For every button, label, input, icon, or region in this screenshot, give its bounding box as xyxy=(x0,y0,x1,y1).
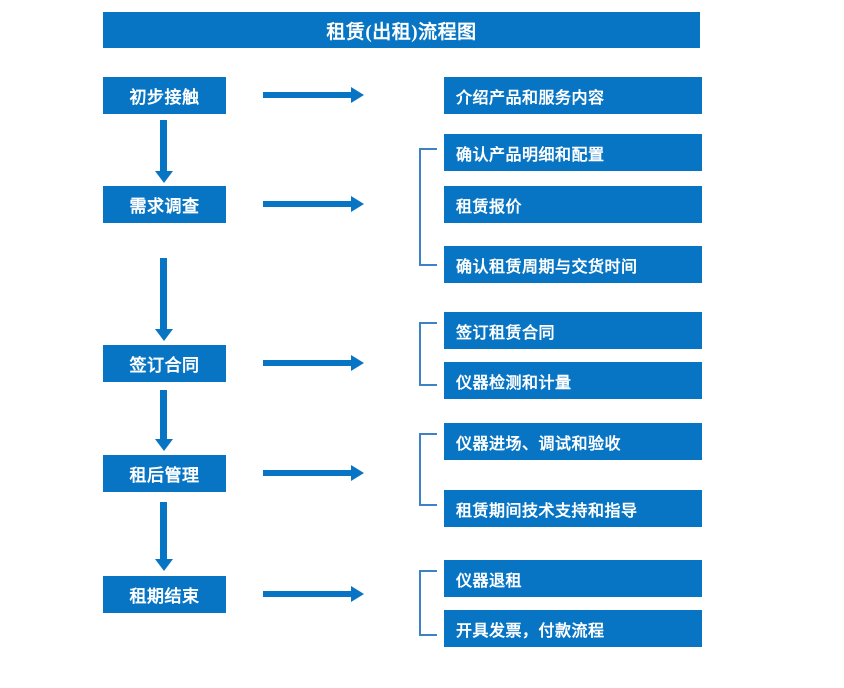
detail-node-invoice-payment[interactable]: 开具发票，付款流程 xyxy=(444,610,702,647)
detail-node-introduce-products[interactable]: 介绍产品和服务内容 xyxy=(444,77,702,114)
detail-node-technical-support[interactable]: 租赁期间技术支持和指导 xyxy=(444,490,702,527)
group-bracket-sign-contract xyxy=(419,322,437,386)
right-arrow-icon-post-rental-management xyxy=(263,470,351,476)
group-bracket-demand-survey xyxy=(419,148,437,266)
stage-node-lease-end[interactable]: 租期结束 xyxy=(103,576,226,613)
detail-node-sign-lease-agreement[interactable]: 签订租赁合同 xyxy=(444,312,702,349)
detail-node-confirm-lease-period[interactable]: 确认租赁周期与交货时间 xyxy=(444,246,702,283)
down-arrow-icon-survey-to-contract xyxy=(160,258,167,330)
detail-node-confirm-product-details[interactable]: 确认产品明细和配置 xyxy=(444,134,702,171)
group-bracket-lease-end xyxy=(419,570,437,636)
stage-node-post-rental-management[interactable]: 租后管理 xyxy=(103,455,226,492)
group-bracket-post-rental-management xyxy=(419,433,437,506)
flowchart-title: 租赁(出租)流程图 xyxy=(103,12,700,48)
stage-node-sign-contract[interactable]: 签订合同 xyxy=(103,345,226,382)
right-arrow-icon-initial-contact xyxy=(263,92,351,98)
down-arrow-icon-contract-to-management xyxy=(160,390,167,440)
detail-node-instrument-return[interactable]: 仪器退租 xyxy=(444,560,702,597)
down-arrow-icon-contact-to-survey xyxy=(160,120,167,172)
stage-node-demand-survey[interactable]: 需求调查 xyxy=(103,186,226,223)
detail-node-instrument-installation[interactable]: 仪器进场、调试和验收 xyxy=(444,423,702,460)
stage-node-initial-contact[interactable]: 初步接触 xyxy=(103,77,226,114)
right-arrow-icon-lease-end xyxy=(263,591,351,597)
down-arrow-icon-management-to-end xyxy=(160,502,167,560)
detail-node-instrument-inspection[interactable]: 仪器检测和计量 xyxy=(444,362,702,399)
detail-node-rental-quotation[interactable]: 租赁报价 xyxy=(444,186,702,223)
right-arrow-icon-sign-contract xyxy=(263,360,351,366)
right-arrow-icon-demand-survey xyxy=(263,201,351,207)
